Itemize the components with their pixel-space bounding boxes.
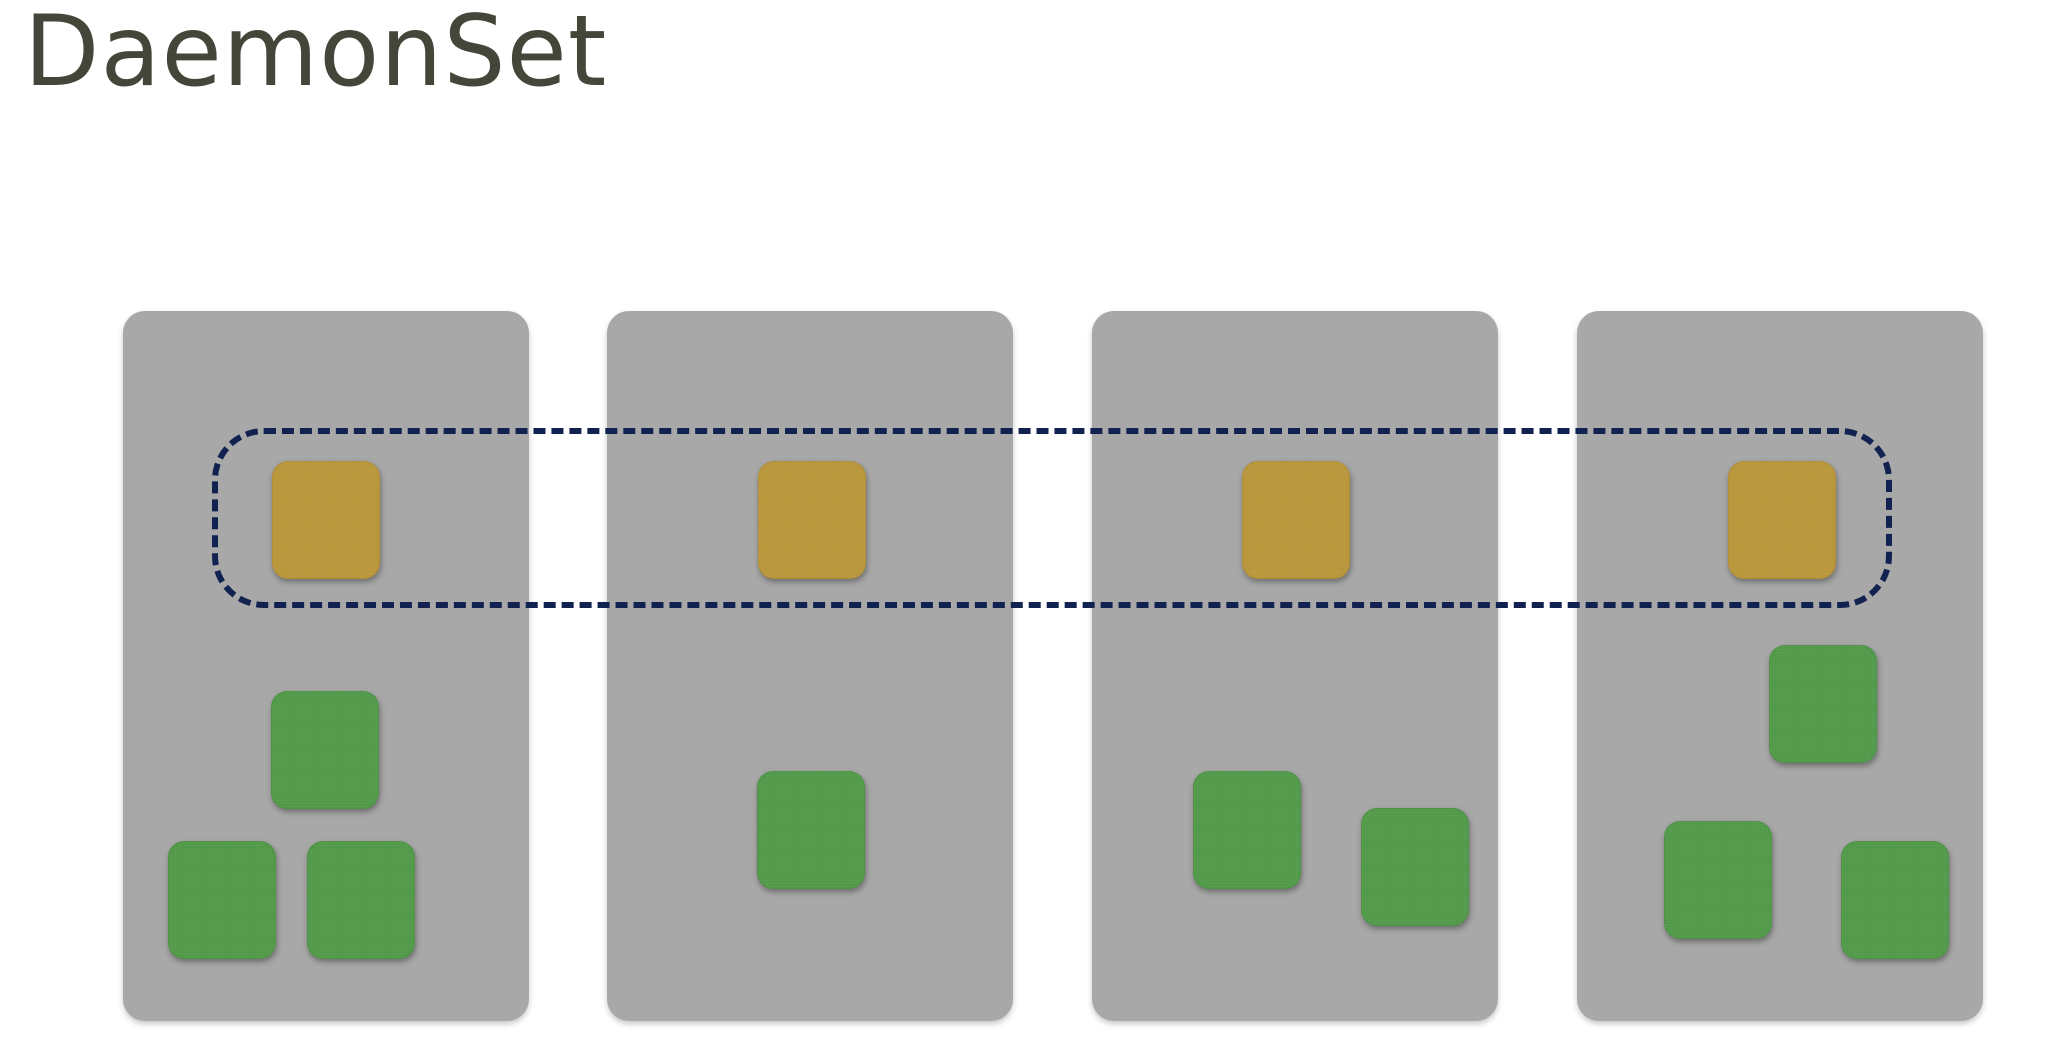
app-pod: [1841, 841, 1949, 959]
app-pod: [168, 841, 276, 959]
app-pod: [1769, 645, 1877, 763]
app-pod: [307, 841, 415, 959]
node-2: [607, 311, 1013, 1021]
app-pod: [1664, 821, 1772, 939]
daemon-pod: [1728, 461, 1836, 579]
page-title: DaemonSet: [24, 0, 608, 109]
daemonset-selector-outline: [212, 428, 1892, 608]
app-pod: [1193, 771, 1301, 889]
daemon-pod: [272, 461, 380, 579]
daemon-pod: [1242, 461, 1350, 579]
daemon-pod: [758, 461, 866, 579]
node-4: [1577, 311, 1983, 1021]
app-pod: [1361, 808, 1469, 926]
app-pod: [271, 691, 379, 809]
node-1: [123, 311, 529, 1021]
app-pod: [757, 771, 865, 889]
node-3: [1092, 311, 1498, 1021]
